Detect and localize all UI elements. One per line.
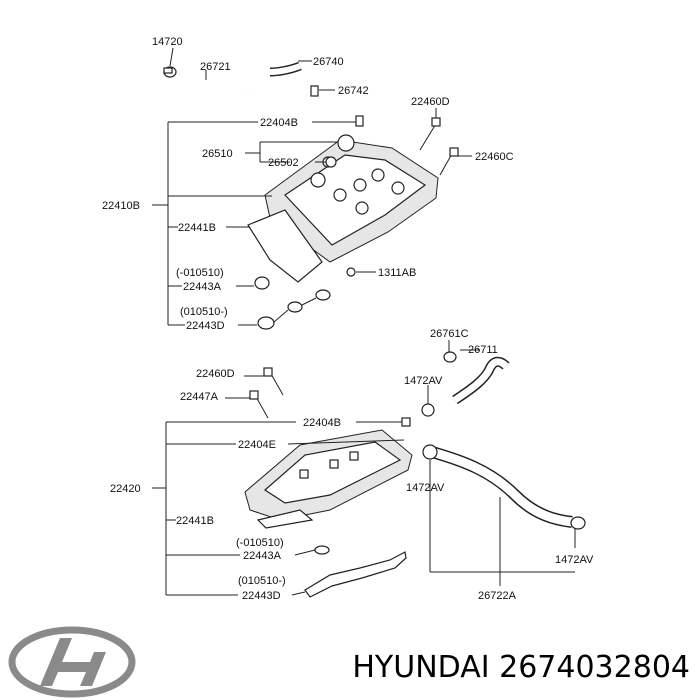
hose-26721 [176, 70, 250, 105]
hyundai-logo [8, 626, 136, 698]
label-22410b: 22410B [102, 200, 140, 212]
top-leader-lines [152, 47, 472, 326]
bolt-22460d-top [419, 117, 441, 151]
label-26722a: 26722A [478, 590, 517, 602]
clamp-1472av-3 [570, 516, 586, 530]
label-26761c: 26761C [430, 328, 469, 340]
grommet-1311ab [346, 267, 356, 277]
label-22443d-top: 22443D [186, 320, 225, 332]
label-date-before-top: (-010510) [176, 267, 224, 279]
label-22443a-bottom: 22443A [243, 550, 282, 562]
bolt-22460c [439, 147, 459, 176]
label-26510: 26510 [202, 148, 233, 160]
label-1472av-2: 1472AV [406, 482, 445, 494]
label-22404b-top: 22404B [260, 117, 298, 129]
label-date-after-top: (010510-) [180, 306, 228, 318]
plug-seal-22443d-top [257, 289, 331, 330]
clamp-14720 [163, 66, 177, 78]
bottom-leader-lines [152, 340, 576, 596]
label-1472av-3: 1472AV [555, 554, 594, 566]
label-26721: 26721 [200, 61, 231, 73]
plug-seal-22443a-top [254, 276, 270, 290]
gasket-22441b-bottom [256, 509, 314, 529]
label-22420: 22420 [110, 483, 141, 495]
clamp-1472av-2 [422, 444, 438, 460]
brand-title: HYUNDAI 2674032804 [352, 650, 690, 685]
label-26742: 26742 [338, 85, 369, 97]
label-22443a-top: 22443A [183, 281, 222, 293]
label-26711: 26711 [468, 344, 498, 356]
gasket-22441b-top [247, 209, 323, 283]
label-26502: 26502 [268, 157, 299, 169]
fitting-26742 [310, 85, 319, 97]
clamp-1472av-1 [421, 403, 435, 417]
label-22404b-bottom: 22404B [303, 417, 341, 429]
label-22441b-top: 22441B [178, 222, 216, 234]
plug-seal-22443a-bottom [314, 545, 330, 555]
clamp-26761c [443, 351, 457, 363]
label-22460d-top: 22460D [411, 96, 450, 108]
label-22460d-bottom: 22460D [196, 368, 235, 380]
label-22447a: 22447A [180, 391, 219, 403]
fitting-22404b-bottom [401, 417, 411, 427]
bolt-22460d-bottom [263, 367, 284, 396]
hose-26740 [269, 61, 302, 77]
label-1472av-1: 1472AV [404, 375, 443, 387]
label-date-before-bottom: (-010510) [236, 537, 284, 549]
label-26740: 26740 [313, 56, 344, 68]
hose-26722a [430, 446, 573, 528]
label-date-after-bottom: (010510-) [238, 575, 286, 587]
bolt-22447a [249, 390, 269, 419]
rocker-cover-bottom [244, 429, 413, 521]
label-22441b-bottom: 22441B [176, 515, 214, 527]
label-14720: 14720 [152, 36, 183, 48]
plug-seal-22443d-bottom [304, 551, 407, 598]
seal-26502 [325, 156, 337, 168]
label-22404e: 22404E [238, 439, 276, 451]
label-22460c: 22460C [475, 151, 514, 163]
hose-26711 [452, 356, 510, 405]
label-1311ab: 1311AB [378, 267, 416, 279]
label-22443d-bottom: 22443D [242, 590, 281, 602]
